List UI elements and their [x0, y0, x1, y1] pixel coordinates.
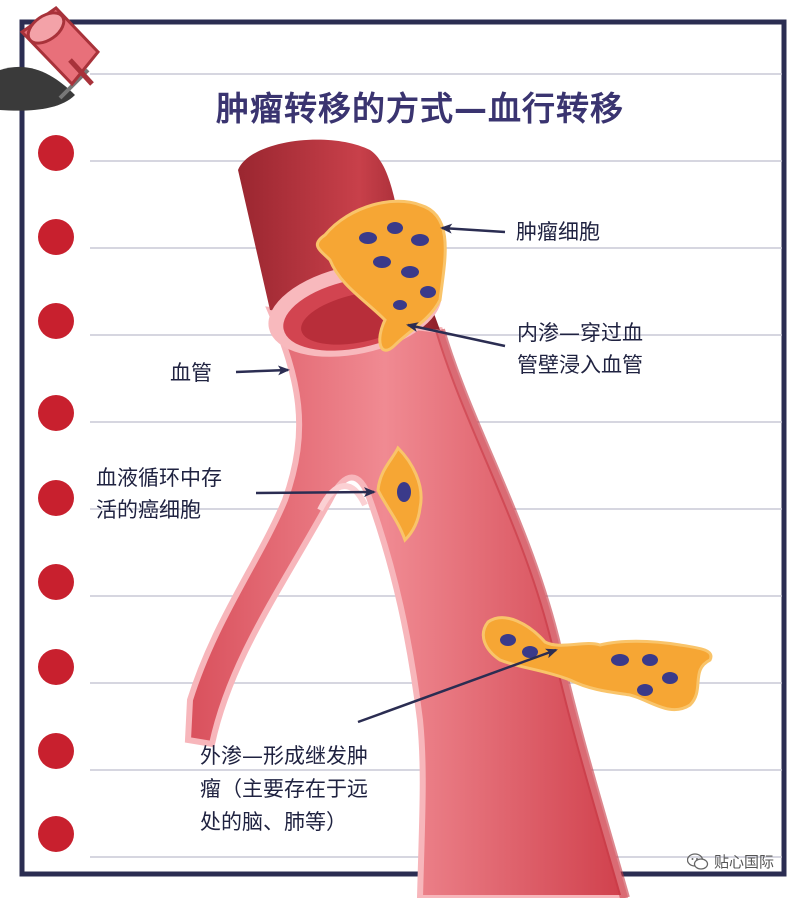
label-intravasation-line1: 内渗—穿过血 [517, 321, 643, 345]
watermark: 贴心国际 [686, 851, 774, 872]
watermark-text: 贴心国际 [713, 853, 774, 871]
binding-dots [38, 135, 74, 852]
page-title: 肿瘤转移的方式—血行转移 [216, 89, 624, 128]
annotation-arrows [235, 223, 558, 724]
label-extravasation-line2: 瘤（主要存在于远 [200, 777, 368, 801]
tumor-cell-cluster-top [315, 199, 447, 352]
label-circulating-line1: 血液循环中存 [96, 466, 222, 490]
label-tumor-cells: 肿瘤细胞 [516, 220, 600, 244]
circulating-cancer-cell [376, 445, 423, 543]
label-vessel: 血管 [170, 361, 212, 385]
push-pin-icon [0, 6, 100, 111]
extravasating-cell-cluster [481, 616, 713, 712]
wechat-icon [686, 852, 709, 870]
label-extravasation-line3: 处的脑、肺等） [200, 810, 347, 834]
label-circulating-line2: 活的癌细胞 [96, 498, 201, 522]
label-extravasation-line1: 外渗—形成继发肿 [200, 744, 368, 768]
label-intravasation-line2: 管壁浸入血管 [517, 353, 643, 377]
